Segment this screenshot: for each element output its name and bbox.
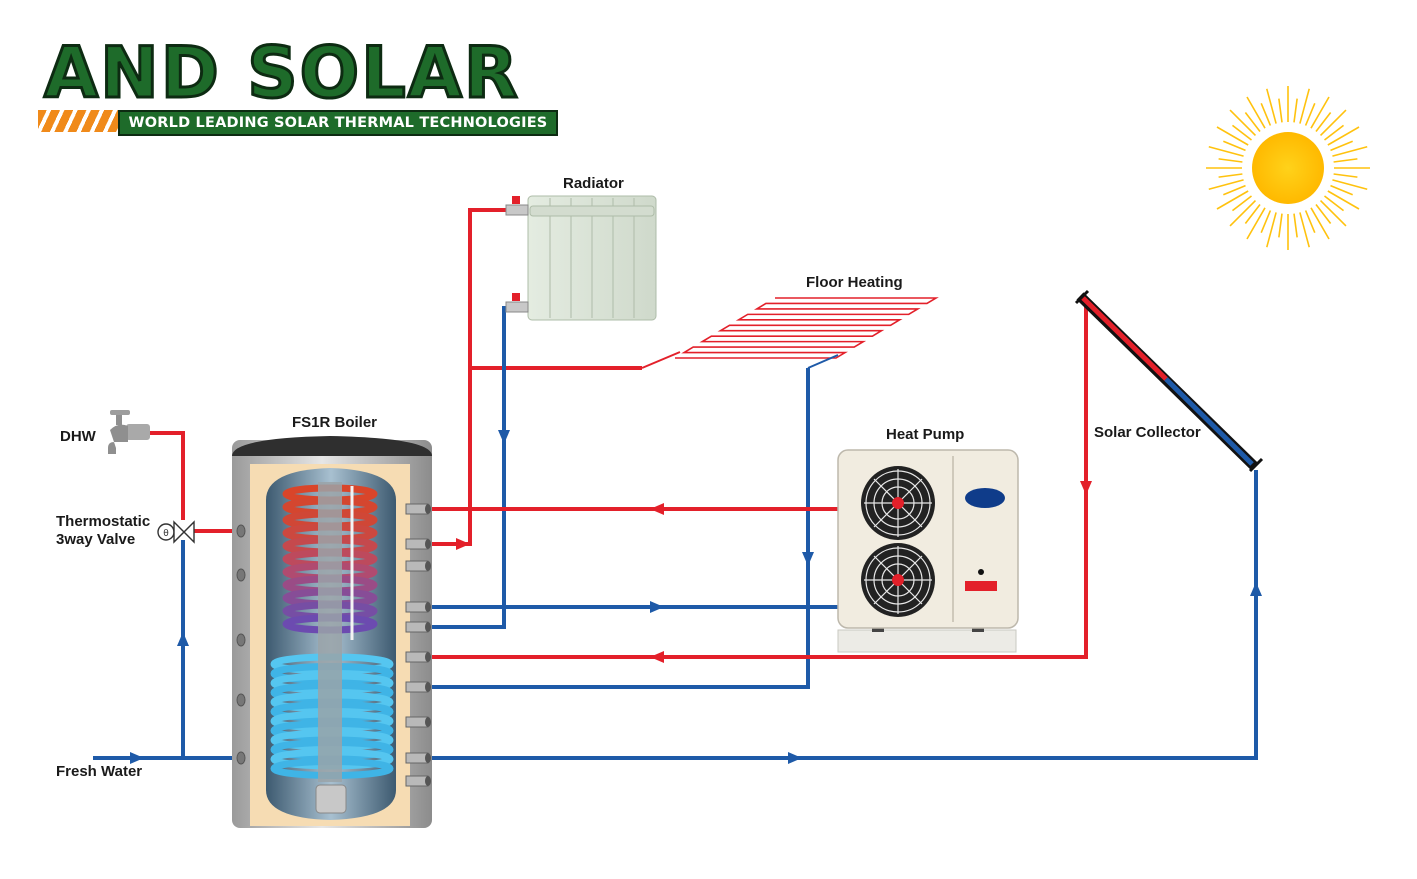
fs1r-boiler — [232, 436, 432, 828]
fan-top-icon — [861, 466, 935, 540]
thermostatic-valve-icon: θ — [157, 520, 195, 544]
fresh-water-label: Fresh Water — [56, 763, 143, 780]
radiator-supply-pipe — [428, 208, 510, 546]
logo-brand: AND SOLAR — [43, 32, 520, 114]
fan-bottom-icon — [861, 543, 935, 617]
valve-label-line2: 3way Valve — [56, 531, 136, 548]
logo-stripes — [38, 110, 120, 132]
svg-text:θ: θ — [163, 529, 169, 539]
faucet-icon — [108, 410, 150, 454]
floor-return-pipe — [428, 368, 810, 689]
heat-pump — [837, 449, 1019, 653]
status-panel-icon — [965, 581, 997, 591]
dhw-label: DHW — [60, 428, 96, 445]
solar-collector — [1074, 289, 1264, 473]
brand-badge-icon — [965, 488, 1005, 508]
floor-heating-label: Floor Heating — [806, 274, 903, 291]
flow-arrows — [130, 430, 1262, 764]
solar-return-pipe — [428, 470, 1258, 760]
solar-collector-label: Solar Collector — [1094, 424, 1201, 441]
valve-label-line1: Thermostatic — [56, 513, 151, 530]
radiator — [505, 195, 657, 321]
floor-heating-coil — [675, 297, 939, 359]
dhw-pipe — [148, 431, 185, 520]
radiator-top-valve-icon — [505, 196, 529, 216]
heat-pump-label: Heat Pump — [886, 426, 965, 443]
radiator-label: Radiator — [563, 175, 624, 192]
logo-tagline: WORLD LEADING SOLAR THERMAL TECHNOLOGIES — [118, 110, 558, 136]
radiator-bottom-valve-icon — [505, 293, 529, 313]
sun-icon — [1206, 86, 1370, 250]
boiler-label: FS1R Boiler — [292, 414, 378, 431]
indicator-icon — [978, 569, 984, 575]
